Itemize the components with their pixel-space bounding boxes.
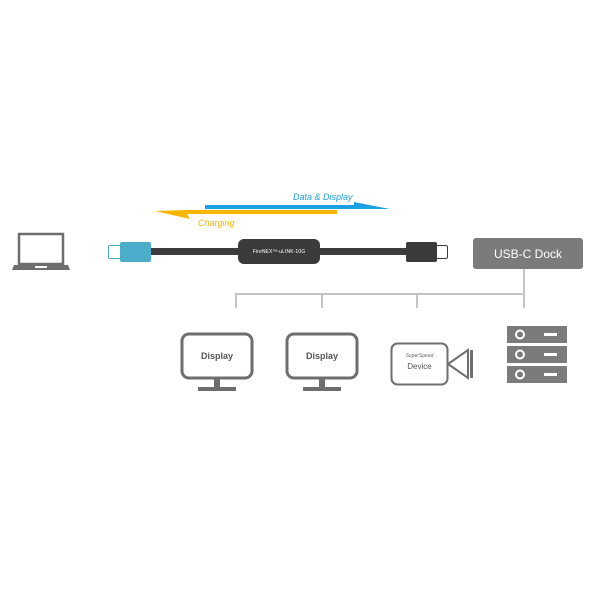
monitor-icon <box>180 332 254 391</box>
usb-c-dock: USB-C Dock <box>473 238 583 269</box>
charging-label: Charging <box>198 218 235 228</box>
dock-label: USB-C Dock <box>493 246 562 261</box>
data-display-label: Data & Display <box>293 192 353 202</box>
display-device-1: Display <box>180 332 254 394</box>
data-display-arrow-icon <box>155 202 390 219</box>
usb-c-plug-right <box>406 242 437 262</box>
tree-drop-3 <box>416 293 418 308</box>
product-label: FireNEX™-uLINK-10G <box>252 248 306 255</box>
tree-trunk <box>523 269 525 308</box>
server-storage-icon <box>507 326 567 383</box>
tree-drop-2 <box>321 293 323 308</box>
cable-segment-right <box>320 248 406 255</box>
device-label: Device <box>407 362 432 371</box>
display-label: Display <box>305 351 338 361</box>
display-label: Display <box>200 351 233 361</box>
usb-c-plug-left <box>120 242 151 262</box>
usb-c-connector-right <box>437 245 448 259</box>
superspeed-device: SuperSpeed Device <box>390 342 475 386</box>
display-device-2: Display <box>285 332 359 394</box>
superspeed-sublabel: SuperSpeed <box>405 353 434 359</box>
tree-horizontal <box>235 293 525 295</box>
cable-segment-left <box>151 248 238 255</box>
camera-icon <box>390 342 473 386</box>
tree-drop-1 <box>235 293 237 308</box>
monitor-icon <box>285 332 359 391</box>
product-chip: FireNEX™-uLINK-10G <box>238 239 320 264</box>
laptop-icon <box>12 232 70 270</box>
